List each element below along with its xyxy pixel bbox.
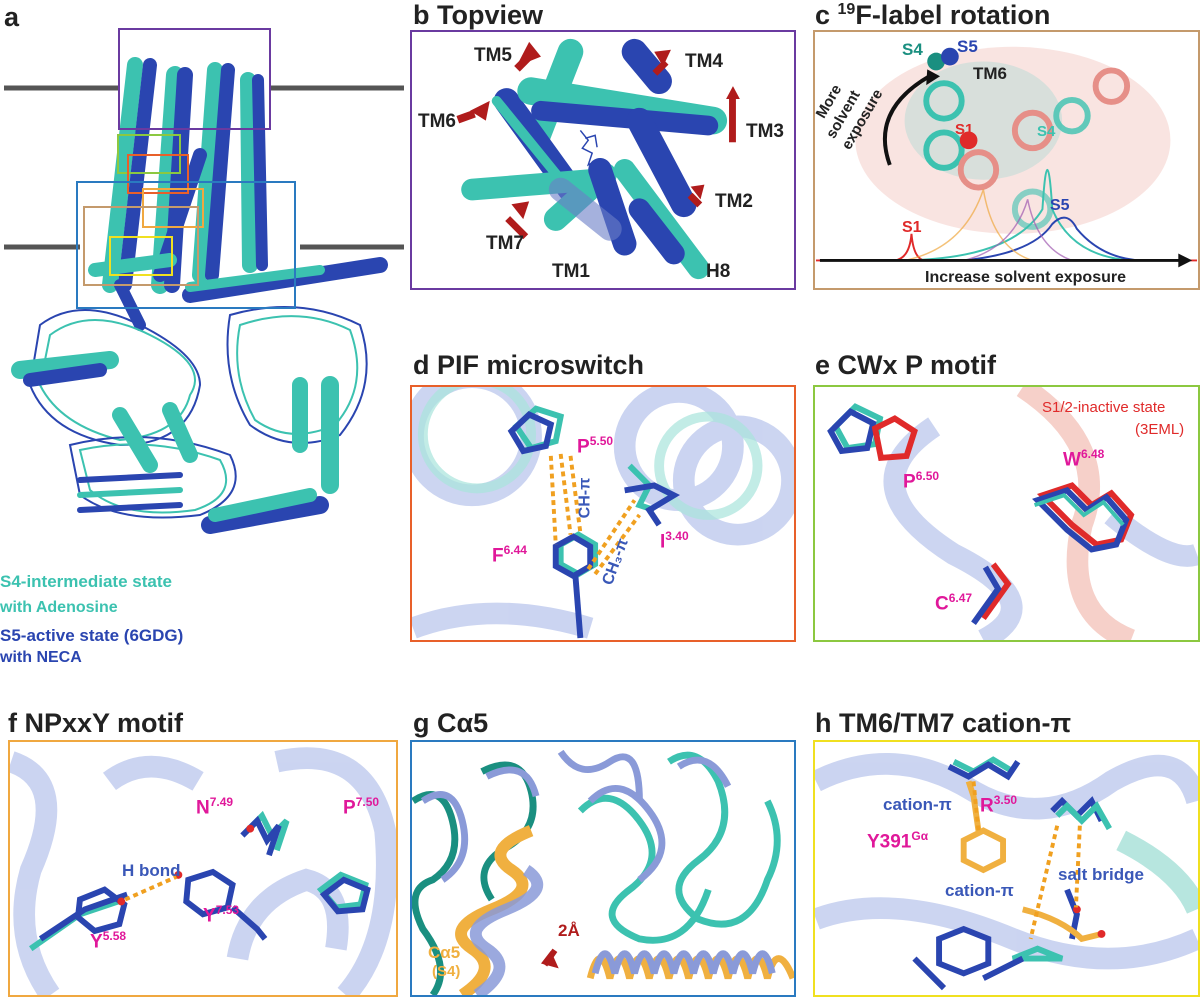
label-d-i-name: I bbox=[660, 531, 666, 553]
panel-d-title: d PIF microswitch bbox=[413, 350, 645, 380]
label-tm2: TM2 bbox=[715, 191, 753, 212]
label-f-y1-name: Y bbox=[90, 931, 103, 953]
label-h-r-sup: 3.50 bbox=[993, 793, 1018, 807]
label-tm6: TM6 bbox=[418, 111, 456, 132]
label-d-f-sup: 6.44 bbox=[503, 543, 527, 557]
label-e-w-name: W bbox=[1063, 449, 1081, 471]
label-c-peak-s1: S1 bbox=[902, 219, 922, 236]
label-f-n-sup: 7.49 bbox=[209, 795, 234, 809]
label-f-p-sup: 7.50 bbox=[355, 795, 380, 809]
label-f-n: N7.49 bbox=[196, 796, 233, 817]
panel-e-title: e CWx P motif bbox=[815, 350, 997, 380]
label-h-cation2: cation-π bbox=[945, 881, 1014, 900]
label-d-ch-pi: CH-π bbox=[576, 477, 594, 519]
cwxp-graphic bbox=[827, 387, 1198, 640]
label-f-y2-name: Y bbox=[203, 905, 216, 927]
pif-graphic bbox=[412, 387, 794, 639]
label-d-p-sup: 5.50 bbox=[589, 434, 614, 448]
panel-f-title: f NPxxY motif bbox=[8, 708, 184, 738]
panel-c-title: c 19F-label rotation bbox=[815, 2, 1050, 29]
legend-s5-line1: S5-active state (6GDG) bbox=[0, 626, 184, 645]
label-tm3: TM3 bbox=[746, 121, 784, 142]
panel-b-topview: TM5 TM4 TM6 TM3 TM2 TM7 TM1 H8 bbox=[410, 30, 796, 290]
label-h-y391-name: Y391 bbox=[867, 831, 912, 853]
label-f-p: P7.50 bbox=[343, 796, 379, 817]
label-e-c-name: C bbox=[935, 593, 949, 615]
label-g-ca5-sub: (S4) bbox=[432, 963, 461, 980]
label-f-y1: Y5.58 bbox=[90, 930, 126, 951]
panel-a-structure bbox=[4, 28, 404, 534]
panel-h-cation: R3.50 cation-π Y391Gα salt bridge cation… bbox=[813, 740, 1200, 997]
label-e-inactive-2: (3EML) bbox=[1135, 421, 1185, 438]
label-d-p-name: P bbox=[577, 436, 590, 458]
label-f-p-name: P bbox=[343, 797, 356, 819]
label-c-s5: S5 bbox=[957, 37, 978, 56]
panel-c-title-prefix: c bbox=[815, 0, 838, 30]
label-e-w: W6.48 bbox=[1063, 448, 1104, 469]
label-e-w-sup: 6.48 bbox=[1080, 447, 1105, 461]
label-c-s1-top: S1 bbox=[955, 121, 974, 138]
panel-g-title: g Cα5 bbox=[413, 708, 489, 738]
label-tm1: TM1 bbox=[552, 261, 590, 282]
label-c-s4-peak: S4 bbox=[1037, 123, 1056, 140]
rotation-graphic bbox=[815, 46, 1198, 268]
label-e-c-sup: 6.47 bbox=[948, 591, 973, 605]
panel-h-title: h TM6/TM7 cation-π bbox=[815, 708, 1072, 738]
label-f-y2-sup: 7.53 bbox=[215, 903, 240, 917]
label-c-peak-s5: S5 bbox=[1050, 197, 1070, 214]
label-c-s4: S4 bbox=[902, 40, 923, 59]
label-g-shift: 2Å bbox=[558, 921, 580, 940]
label-d-i: I3.40 bbox=[660, 530, 689, 551]
label-f-hbond: H bond bbox=[122, 861, 181, 880]
panel-b-title: b Topview bbox=[413, 0, 544, 30]
label-h-y391: Y391Gα bbox=[867, 830, 928, 851]
legend-s4-line1: S4-intermediate state bbox=[0, 572, 172, 591]
npxxy-graphic bbox=[10, 747, 396, 995]
label-c-axis: Increase solvent exposure bbox=[925, 269, 1126, 286]
panel-c-title-rest: F-label rotation bbox=[855, 0, 1051, 30]
label-h-cation1: cation-π bbox=[883, 795, 952, 814]
label-d-i-sup: 3.40 bbox=[665, 529, 689, 543]
legend-s5-line2: with NECA bbox=[0, 649, 82, 666]
label-e-c: C6.47 bbox=[935, 592, 972, 613]
label-e-p: P6.50 bbox=[903, 470, 939, 491]
label-g-ca5: Cα5 bbox=[428, 943, 461, 962]
ca5-graphic bbox=[412, 749, 794, 995]
label-f-y1-sup: 5.58 bbox=[102, 929, 127, 943]
panel-c-title-sup: 19 bbox=[837, 1, 856, 18]
label-c-tm6: TM6 bbox=[973, 64, 1007, 83]
panel-a-label: a bbox=[4, 2, 20, 32]
panel-g-ca5: Cα5 (S4) 2Å bbox=[410, 740, 796, 997]
label-h-y391-sup: Gα bbox=[911, 829, 929, 843]
label-h-r: R3.50 bbox=[980, 794, 1017, 815]
cation-graphic bbox=[815, 753, 1198, 991]
label-tm4: TM4 bbox=[685, 51, 723, 72]
panel-d-pif: P5.50 F6.44 I3.40 CH-π CH₃-π bbox=[410, 385, 796, 642]
legend-s4-line2: with Adenosine bbox=[0, 599, 118, 616]
topview-cylinders bbox=[456, 38, 740, 280]
label-d-f-name: F bbox=[492, 545, 504, 567]
label-tm5: TM5 bbox=[474, 45, 512, 66]
label-f-y2: Y7.53 bbox=[203, 904, 239, 925]
panel-f-npxxy: N7.49 P7.50 H bond Y5.58 Y7.53 bbox=[8, 740, 398, 997]
label-h-salt: salt bridge bbox=[1058, 865, 1144, 884]
label-h8: H8 bbox=[706, 261, 731, 282]
label-e-inactive-1: S1/2-inactive state bbox=[1042, 399, 1166, 416]
label-f-n-name: N bbox=[196, 797, 210, 819]
panel-e-cwxp: S1/2-inactive state (3EML) P6.50 W6.48 C… bbox=[813, 385, 1200, 642]
label-tm7: TM7 bbox=[486, 233, 524, 254]
label-e-p-name: P bbox=[903, 471, 916, 493]
panel-c-rotation: S4 S5 TM6 S1 S4 More solvent exposure S1… bbox=[813, 30, 1200, 290]
label-h-r-name: R bbox=[980, 795, 994, 817]
label-d-f: F6.44 bbox=[492, 544, 527, 565]
label-d-p: P5.50 bbox=[577, 435, 613, 456]
label-e-p-sup: 6.50 bbox=[915, 469, 940, 483]
